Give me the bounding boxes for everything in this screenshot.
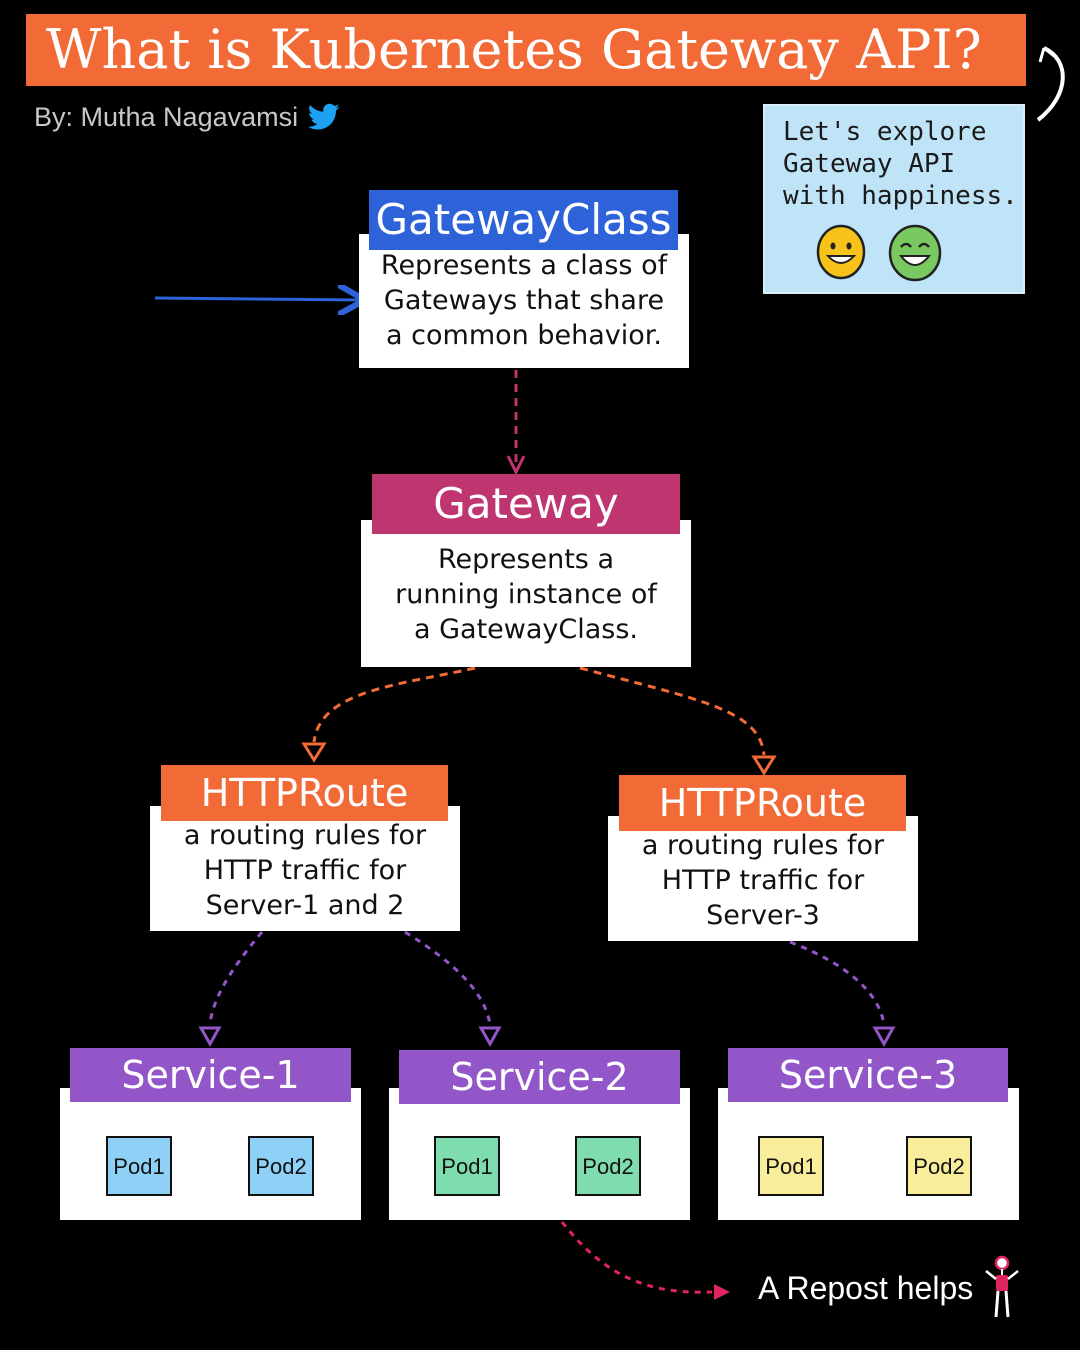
httproute-desc-line: a routing rules for bbox=[641, 830, 885, 861]
httproute-desc-line: HTTP traffic for bbox=[203, 855, 407, 886]
httproute-1-to-service-2-arrow bbox=[404, 930, 502, 1048]
smile-icon bbox=[816, 224, 866, 280]
service-2-label: Service-2 bbox=[399, 1050, 680, 1104]
gatewayclass-desc-line: Represents a class of bbox=[380, 250, 668, 281]
gateway-to-httproute-2-arrow bbox=[579, 666, 777, 776]
httproute-2-label: HTTPRoute bbox=[619, 775, 906, 831]
gateway-to-httproute-1-arrow bbox=[301, 666, 476, 763]
repost-text: A Repost helps bbox=[758, 1270, 974, 1306]
gatewayclass-card: Represents a class of Gateways that shar… bbox=[359, 234, 689, 368]
httproute-desc-line: Server-1 and 2 bbox=[205, 890, 405, 921]
service-1-label: Service-1 bbox=[70, 1048, 351, 1102]
solid-arrow bbox=[154, 298, 362, 300]
pod-service1-pod1: Pod1 bbox=[106, 1136, 172, 1196]
service-1-card: Pod1 Pod2 bbox=[60, 1088, 361, 1220]
note-line: with happiness. bbox=[783, 181, 1018, 211]
gatewayclass-to-gateway-arrow bbox=[506, 370, 526, 476]
gatewayclass-desc-line: a common behavior. bbox=[386, 320, 662, 351]
gatewayclass-label: GatewayClass bbox=[369, 190, 678, 250]
service-3-card: Pod1 Pod2 bbox=[718, 1088, 1019, 1220]
note-line: Let's explore bbox=[783, 117, 987, 147]
gateway-desc-line: running instance of bbox=[395, 579, 657, 610]
pod-service2-pod2: Pod2 bbox=[575, 1136, 641, 1196]
note-line: Gateway API bbox=[783, 149, 956, 179]
httproute-desc-line: HTTP traffic for bbox=[661, 865, 865, 896]
httproute-desc-line: Server-3 bbox=[706, 900, 820, 931]
pod-service1-pod2: Pod2 bbox=[248, 1136, 314, 1196]
gateway-card: Represents a running instance of a Gatew… bbox=[361, 520, 691, 667]
gatewayclass-desc-line: Gateways that share bbox=[383, 285, 665, 316]
httproute-1-label: HTTPRoute bbox=[161, 765, 448, 821]
service-2-card: Pod1 Pod2 bbox=[389, 1088, 690, 1220]
gateway-desc-line: a GatewayClass. bbox=[413, 614, 638, 645]
page-title: What is Kubernetes Gateway API? bbox=[26, 14, 1026, 86]
author-byline: By: Mutha Nagavamsi bbox=[34, 100, 340, 134]
service-3-label: Service-3 bbox=[728, 1048, 1008, 1102]
gateway-desc-line: Represents a bbox=[438, 544, 614, 575]
note-box: Let's explore Gateway API with happiness… bbox=[763, 104, 1025, 294]
gateway-label: Gateway bbox=[372, 474, 680, 534]
httproute-2-to-service-3-arrow bbox=[789, 940, 896, 1048]
pod-service2-pod1: Pod1 bbox=[434, 1136, 500, 1196]
httproute-2-card: a routing rules for HTTP traffic for Ser… bbox=[608, 816, 918, 941]
httproute-1-to-service-1-arrow bbox=[198, 931, 264, 1048]
pod-service3-pod1: Pod1 bbox=[758, 1136, 824, 1196]
pod-service3-pod2: Pod2 bbox=[906, 1136, 972, 1196]
twitter-bird-icon[interactable] bbox=[308, 103, 340, 131]
httproute-1-card: a routing rules for HTTP traffic for Ser… bbox=[150, 806, 460, 931]
author-name: By: Mutha Nagavamsi bbox=[34, 102, 299, 132]
repost-arrow bbox=[560, 1221, 730, 1300]
curved-arrow-icon bbox=[1036, 46, 1065, 122]
stick-figure-icon bbox=[985, 1255, 1019, 1318]
grin-icon bbox=[888, 224, 942, 282]
httproute-desc-line: a routing rules for bbox=[183, 820, 427, 851]
